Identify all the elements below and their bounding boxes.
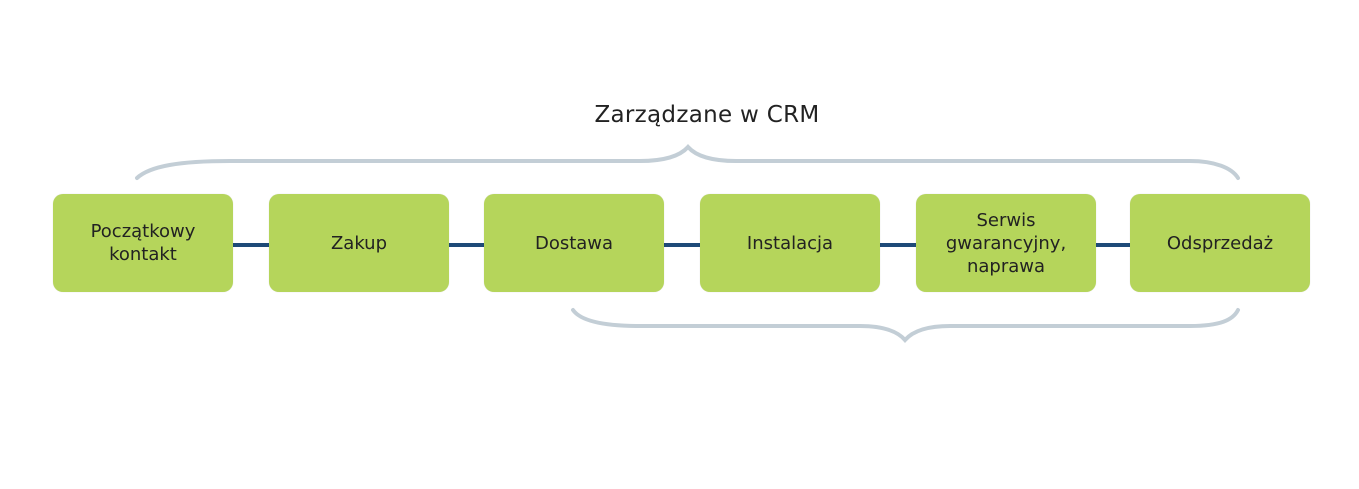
stage-box-purchase: Zakup [269,194,449,292]
stage-label: Odsprzedaż [1166,232,1274,254]
bottom-brace [571,308,1240,344]
stage-label: Zakup [330,232,388,254]
stage-box-installation: Instalacja [700,194,880,292]
crm-managed-label: Zarządzane w CRM [594,102,820,128]
stage-label: Serwis gwarancyjny, naprawa [945,209,1067,277]
stage-label: Dostawa [534,232,614,254]
stage-box-initial-contact: Początkowy kontakt [53,194,233,292]
stage-box-warranty-service: Serwis gwarancyjny, naprawa [916,194,1096,292]
top-brace [135,143,1240,180]
stage-box-delivery: Dostawa [484,194,664,292]
stage-label: Instalacja [746,232,834,254]
stage-box-resale: Odsprzedaż [1130,194,1310,292]
stage-label: Początkowy kontakt [90,221,196,265]
